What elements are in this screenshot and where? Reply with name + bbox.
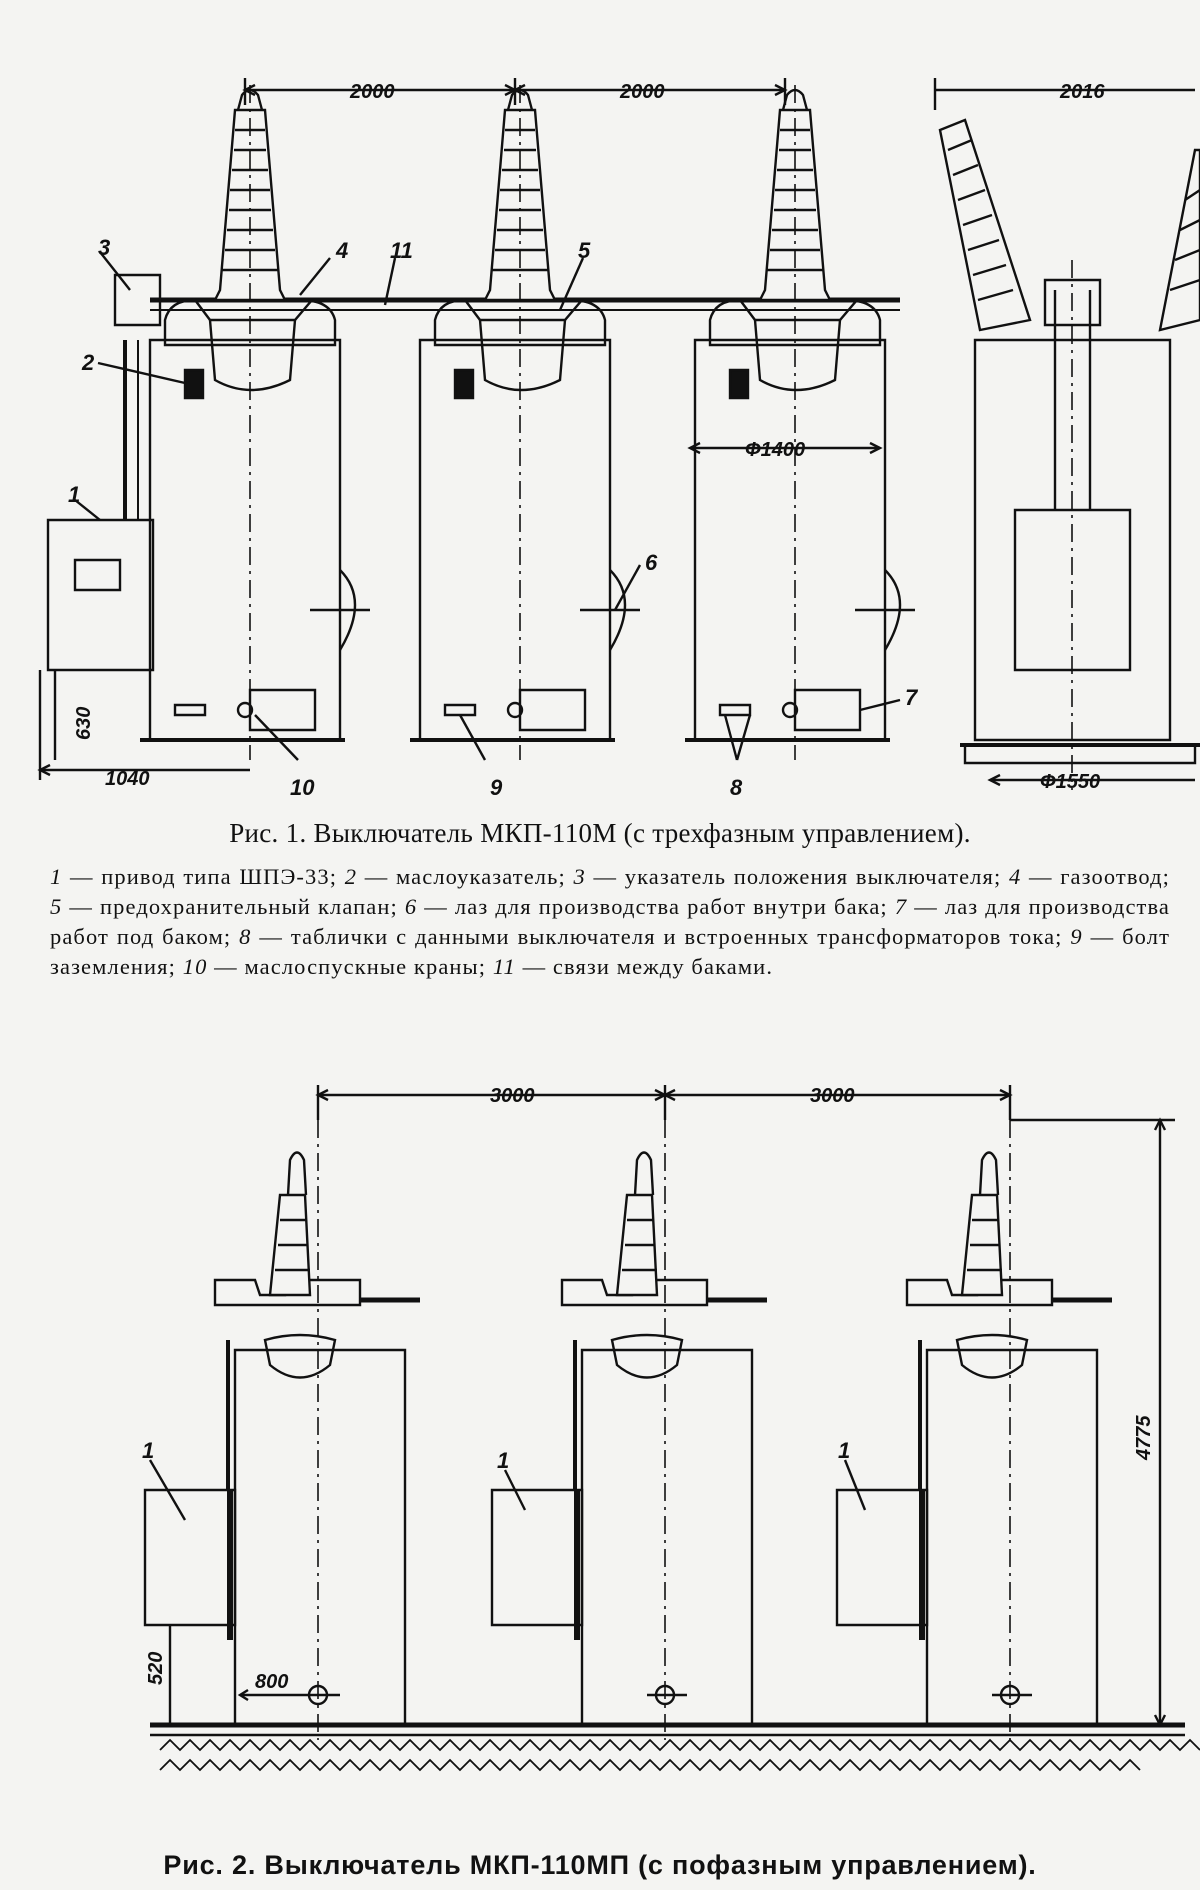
dim-offset: 800 — [255, 1671, 288, 1693]
legend-item: 1 — привод типа ШПЭ-33; — [50, 864, 345, 889]
dim-base-height: 520 — [145, 1652, 167, 1685]
dim-pitch-left: 3000 — [490, 1085, 535, 1107]
callout-7: 7 — [905, 685, 919, 710]
dim-base-diameter: Ф1550 — [1040, 771, 1100, 793]
legend-item: 2 — маслоуказатель; — [345, 864, 574, 889]
legend-item: 6 — лаз для производства работ внутри ба… — [405, 894, 895, 919]
callout-2: 2 — [81, 350, 95, 375]
dim-drive-width: 1040 — [105, 768, 150, 790]
callout-3: 3 — [98, 235, 110, 260]
callout-1-c: 1 — [838, 1438, 850, 1463]
callout-1: 1 — [68, 482, 80, 507]
legend-item: 4 — газоотвод; — [1009, 864, 1170, 889]
figure-2-drawing: 3000 3000 800 520 4775 1 1 1 — [0, 1080, 1200, 1840]
figure-1-drawing: 2000 2000 2016 Ф1400 Ф1550 1040 630 1 2 … — [0, 0, 1200, 810]
callout-8: 8 — [730, 775, 743, 800]
legend-item: 5 — предохранительный клапан; — [50, 894, 405, 919]
dim-pitch-right: 3000 — [810, 1085, 855, 1107]
callout-9: 9 — [490, 775, 503, 800]
figure-2-caption: Рис. 2. Выключатель МКП-110МП (с пофазны… — [0, 1850, 1200, 1881]
figure-1-caption: Рис. 1. Выключатель МКП-110М (с трехфазн… — [0, 818, 1200, 849]
dim-side-pitch: 2016 — [1059, 81, 1105, 103]
dim-pitch-right: 2000 — [619, 81, 665, 103]
dim-height: 4775 — [1133, 1415, 1155, 1461]
dim-drive-height: 630 — [73, 707, 95, 740]
callout-1-b: 1 — [497, 1448, 509, 1473]
legend-item: 3 — указатель положения выключателя; — [574, 864, 1009, 889]
dim-tank-diameter: Ф1400 — [745, 439, 805, 461]
callout-11: 11 — [390, 238, 413, 263]
legend-item: 10 — маслоспускные краны; — [183, 954, 493, 979]
callout-1-a: 1 — [142, 1438, 154, 1463]
callout-5: 5 — [578, 238, 591, 263]
legend-item: 11 — связи между баками. — [493, 954, 773, 979]
legend-item: 8 — таблички с данными выключателя и вст… — [239, 924, 1070, 949]
callout-10: 10 — [290, 775, 315, 800]
callout-6: 6 — [645, 550, 658, 575]
dim-pitch-left: 2000 — [349, 81, 395, 103]
figure-1-legend: 1 — привод типа ШПЭ-33; 2 — маслоуказате… — [50, 862, 1170, 982]
callout-4: 4 — [335, 238, 348, 263]
